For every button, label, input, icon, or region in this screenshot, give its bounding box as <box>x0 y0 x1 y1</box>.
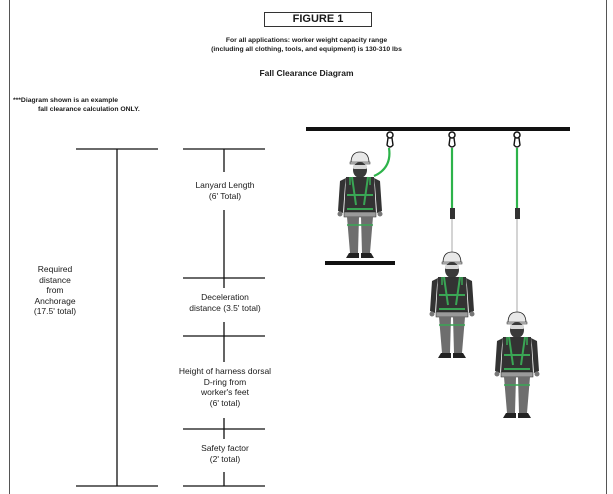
segment-safety-label: Safety factor (2' total) <box>165 443 285 464</box>
disclaimer-line-1: ***Diagram shown is an example <box>13 97 119 104</box>
required-line-3: from <box>46 285 64 295</box>
segment-lanyard-line-2: (6' Total) <box>208 190 242 201</box>
diagram-title: Fall Clearance Diagram <box>259 68 354 78</box>
required-line-5: (17.5' total) <box>33 306 77 316</box>
segment-deceleration-line-1: Deceleration <box>201 292 249 302</box>
segment-dring-line-1: Height of harness dorsal <box>178 366 272 376</box>
segment-deceleration-line-2: distance (3.5' total) <box>189 302 261 313</box>
segment-dring-label: Height of harness dorsal D-ring from wor… <box>160 366 290 408</box>
disclaimer-line-2: fall clearance calculation ONLY. <box>38 106 140 113</box>
capacity-line-1: For all applications: worker weight capa… <box>225 37 388 44</box>
segment-safety-line-2: (2' total) <box>209 453 241 464</box>
required-line-2: distance <box>39 274 71 285</box>
segment-dring-line-4: (6' total) <box>209 397 241 408</box>
segment-lanyard-line-1: Lanyard Length <box>195 180 255 190</box>
segment-dring-line-2: D-ring from <box>203 376 247 387</box>
required-line-1: Required <box>37 264 73 274</box>
segment-deceleration-label: Deceleration distance (3.5' total) <box>165 292 285 313</box>
figure-label: FIGURE 1 <box>264 12 372 27</box>
required-line-4: Anchorage <box>34 295 76 306</box>
segment-safety-line-1: Safety factor <box>201 443 249 453</box>
required-distance-label: Required distance from Anchorage (17.5' … <box>18 264 92 317</box>
segment-lanyard-label: Lanyard Length (6' Total) <box>165 180 285 201</box>
capacity-line-2: (including all clothing, tools, and equi… <box>211 46 402 53</box>
figure-frame <box>9 0 607 494</box>
segment-dring-line-3: worker's feet <box>201 387 249 397</box>
